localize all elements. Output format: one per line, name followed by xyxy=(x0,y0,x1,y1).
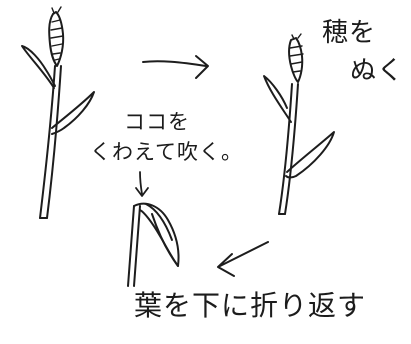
label-blow-here-line2: くわえて吹く。 xyxy=(90,140,243,164)
grass-leaf-upper xyxy=(21,45,56,89)
arrow-left-icon xyxy=(217,241,269,277)
grass-stalk-3 xyxy=(127,205,135,287)
step-1-grass-stalk xyxy=(21,6,95,219)
arrow-down-icon xyxy=(135,171,149,197)
step-3-folded-leaf xyxy=(127,202,180,287)
grass-stalk xyxy=(39,65,56,219)
step-2-ear-removed xyxy=(263,33,335,215)
label-fold-leaf: 葉を下に折り返す xyxy=(134,289,367,322)
arrow-right-icon xyxy=(142,55,209,79)
label-remove-ear-line1: 穂を xyxy=(322,18,377,48)
label-blow-here-line1: ココを xyxy=(124,110,190,134)
grass-leaf-2-upper xyxy=(263,75,292,123)
grass-ear-texture xyxy=(50,6,64,61)
grass-leaf-2-lower xyxy=(285,131,335,179)
grass-leaf-lower xyxy=(51,91,95,135)
pulled-ear-icon xyxy=(288,37,304,83)
grass-stalk-2 xyxy=(278,83,293,215)
label-remove-ear-line2: ぬく xyxy=(350,56,405,86)
grass-ear-icon xyxy=(48,11,65,67)
